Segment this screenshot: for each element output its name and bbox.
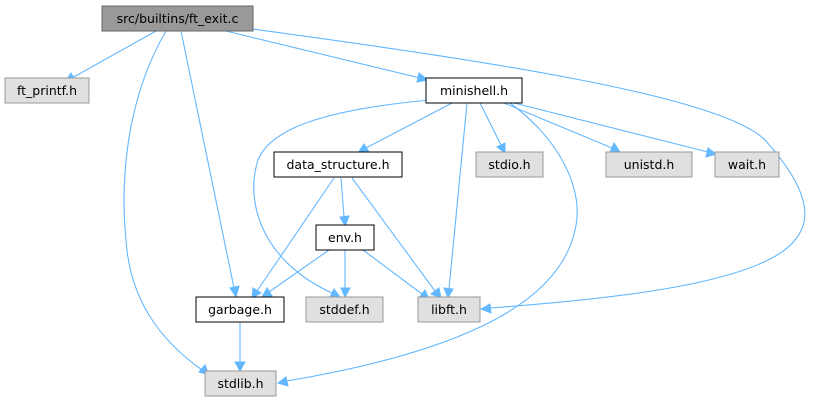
edge-data_structure-garbage [251,177,335,299]
node-env[interactable]: env.h [315,224,375,251]
edge-minishell-data_structure [357,102,453,154]
node-libft: libft.h [417,296,481,323]
node-ft_exit-label: src/builtins/ft_exit.c [117,11,239,26]
node-unistd-label: unistd.h [624,157,675,172]
node-minishell-label: minishell.h [440,83,508,98]
node-wait-label: wait.h [728,157,766,172]
node-libft-label: libft.h [431,302,467,317]
node-ft_printf-label: ft_printf.h [17,83,77,98]
edge-data_structure-env [339,177,350,228]
node-ft_printf: ft_printf.h [4,77,90,104]
node-stddef-label: stddef.h [319,302,369,317]
edge-minishell-wait [513,102,718,158]
node-ft_exit[interactable]: src/builtins/ft_exit.c [101,5,254,32]
edge-minishell-stdio [479,102,506,154]
edge-env-stddef [340,250,351,299]
node-stdlib-label: stdlib.h [217,376,263,391]
edge-ft_exit-stdlib [123,30,210,376]
node-data_structure[interactable]: data_structure.h [273,151,403,178]
node-garbage[interactable]: garbage.h [195,296,285,323]
edge-ft_exit-minishell [225,30,430,83]
node-wait: wait.h [714,151,780,178]
node-stdio-label: stdio.h [488,157,530,172]
edge-minishell-libft [443,102,468,300]
edge-ft_exit-ft_printf [64,30,157,83]
node-stdio: stdio.h [475,151,544,178]
edge-minishell-stddef [253,99,431,298]
edge-data_structure-libft [351,177,442,299]
edge-ft_exit-garbage [180,30,240,299]
edge-minishell-stdlib [276,102,578,387]
node-unistd: unistd.h [605,151,693,178]
node-stdlib: stdlib.h [204,370,277,397]
node-garbage-label: garbage.h [208,302,272,317]
edge-env-garbage [261,249,330,298]
node-minishell[interactable]: minishell.h [425,77,523,104]
edge-minishell-unistd [503,102,621,153]
node-stddef: stddef.h [305,296,384,323]
edge-garbage-stdlib [234,322,246,373]
node-env-label: env.h [328,230,362,245]
edge-env-libft [362,249,430,300]
node-data_structure-label: data_structure.h [286,157,389,172]
edge-ft_exit-libft [244,27,806,314]
